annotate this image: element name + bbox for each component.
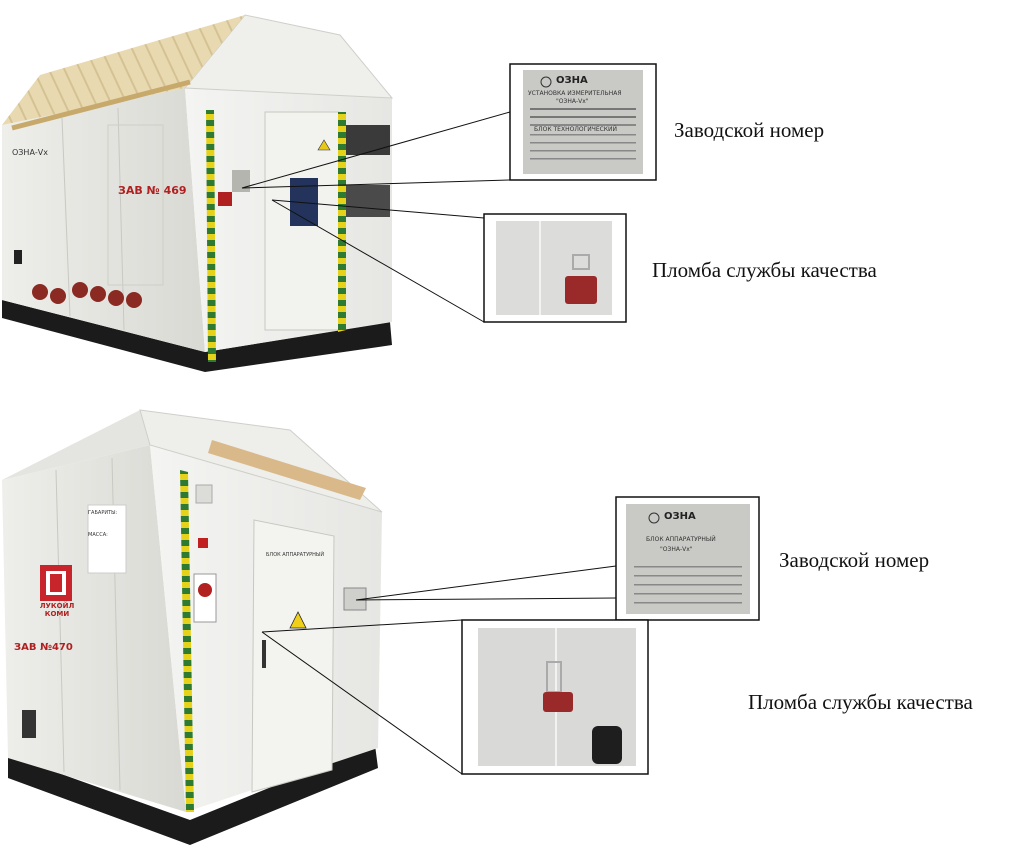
caption-quality-seal-bottom: Пломба службы качества: [748, 690, 973, 714]
unit-top-brand-marking: ОЗНА-Vx: [12, 148, 49, 157]
unit-bottom-status-lamp: [198, 538, 208, 548]
unit-top-panel-seam: [61, 117, 71, 317]
unit-bottom-spec-label: [87, 504, 127, 574]
unit-top-equipment: [346, 185, 390, 217]
caption-serial-number-bottom: Заводской номер: [779, 548, 930, 572]
unit-top-side-wall: [2, 88, 205, 352]
unit-bottom-nameplate-inset: [615, 496, 760, 621]
ozna-logo-icon: [648, 512, 660, 524]
unit-top-roof-beam: [11, 79, 191, 131]
unit-top-nameplate-line: БЛОК ТЕХНОЛОГИЧЕСКИЙ: [534, 126, 618, 133]
quality-seal-padlock: [543, 692, 573, 712]
unit-top-ground-stripe: [338, 112, 346, 332]
unit-bottom-roof-side: [2, 410, 150, 480]
unit-bottom-door-handle: [262, 640, 266, 668]
unit-bottom-wood-beam: [208, 440, 366, 500]
quality-seal-padlock: [565, 276, 597, 304]
unit-bottom-front-door: [251, 519, 335, 793]
unit-top-callout-lines: [241, 111, 511, 323]
unit-top-side-door: [107, 124, 164, 286]
unit-bottom-camera: [195, 484, 213, 504]
unit-bottom-nameplate-line: "ОЗНА-Vx": [660, 546, 693, 553]
caption-serial-number-top: Заводской номер: [674, 118, 825, 142]
unit-top-nameplate-brand: ОЗНА: [556, 75, 588, 86]
unit-bottom-nameplate-line: БЛОК АППАРАТУРНЫЙ: [646, 536, 716, 543]
unit-bottom-callout-lines: [261, 565, 617, 775]
unit-top-serial-marking: ЗАВ № 469: [118, 184, 187, 197]
lukoil-logo-text: ЛУКОЙЛ КОМИ: [39, 602, 75, 618]
unit-bottom-photo: [2, 409, 383, 845]
unit-bottom-skid: [8, 745, 378, 845]
unit-top-roof: [2, 15, 245, 125]
unit-bottom-nameplate-brand: ОЗНА: [664, 511, 696, 522]
unit-bottom-cable-gland: [592, 726, 622, 764]
unit-bottom-mass-label: МАССА:: [88, 532, 108, 538]
unit-bottom-emergency-panel: [193, 573, 217, 623]
caption-quality-seal-top: Пломба службы качества: [652, 258, 877, 282]
unit-top-photo: [2, 14, 394, 372]
unit-bottom-dimensions-label: ГАБАРИТЫ:: [88, 510, 118, 516]
unit-top-panel-seam: [117, 107, 125, 331]
unit-top-control-box: [232, 170, 250, 192]
unit-top-skid: [2, 300, 392, 372]
unit-top-nameplate-line: "ОЗНА-Vx": [556, 98, 589, 105]
unit-bottom-ground-stripe: [180, 470, 194, 812]
unit-top-pipe-flanges: [32, 282, 142, 308]
unit-top-equipment: [346, 125, 390, 155]
unit-top-warning-icon: [317, 139, 331, 151]
unit-top-emergency-button: [218, 192, 232, 206]
high-voltage-warning-icon: [289, 611, 307, 629]
unit-top-ground-stripe: [206, 110, 216, 362]
unit-top-nameplate-line: УСТАНОВКА ИЗМЕРИТЕЛЬНАЯ: [528, 90, 622, 97]
unit-bottom-seal-inset: [461, 619, 649, 775]
unit-bottom-door-label: БЛОК АППАРАТУРНЫЙ: [266, 552, 325, 558]
unit-top-seal-inset: [483, 213, 627, 323]
unit-top-nameplate-inset: [509, 63, 657, 181]
ozna-logo-icon: [540, 76, 552, 88]
unit-bottom-emergency-button: [198, 583, 212, 597]
unit-bottom-vent: [22, 710, 36, 738]
unit-bottom-side-wall: [2, 445, 186, 812]
unit-top-vent: [14, 250, 22, 264]
unit-bottom-serial-marking: ЗАВ №470: [14, 642, 73, 653]
unit-bottom-panel-seam: [55, 469, 65, 773]
